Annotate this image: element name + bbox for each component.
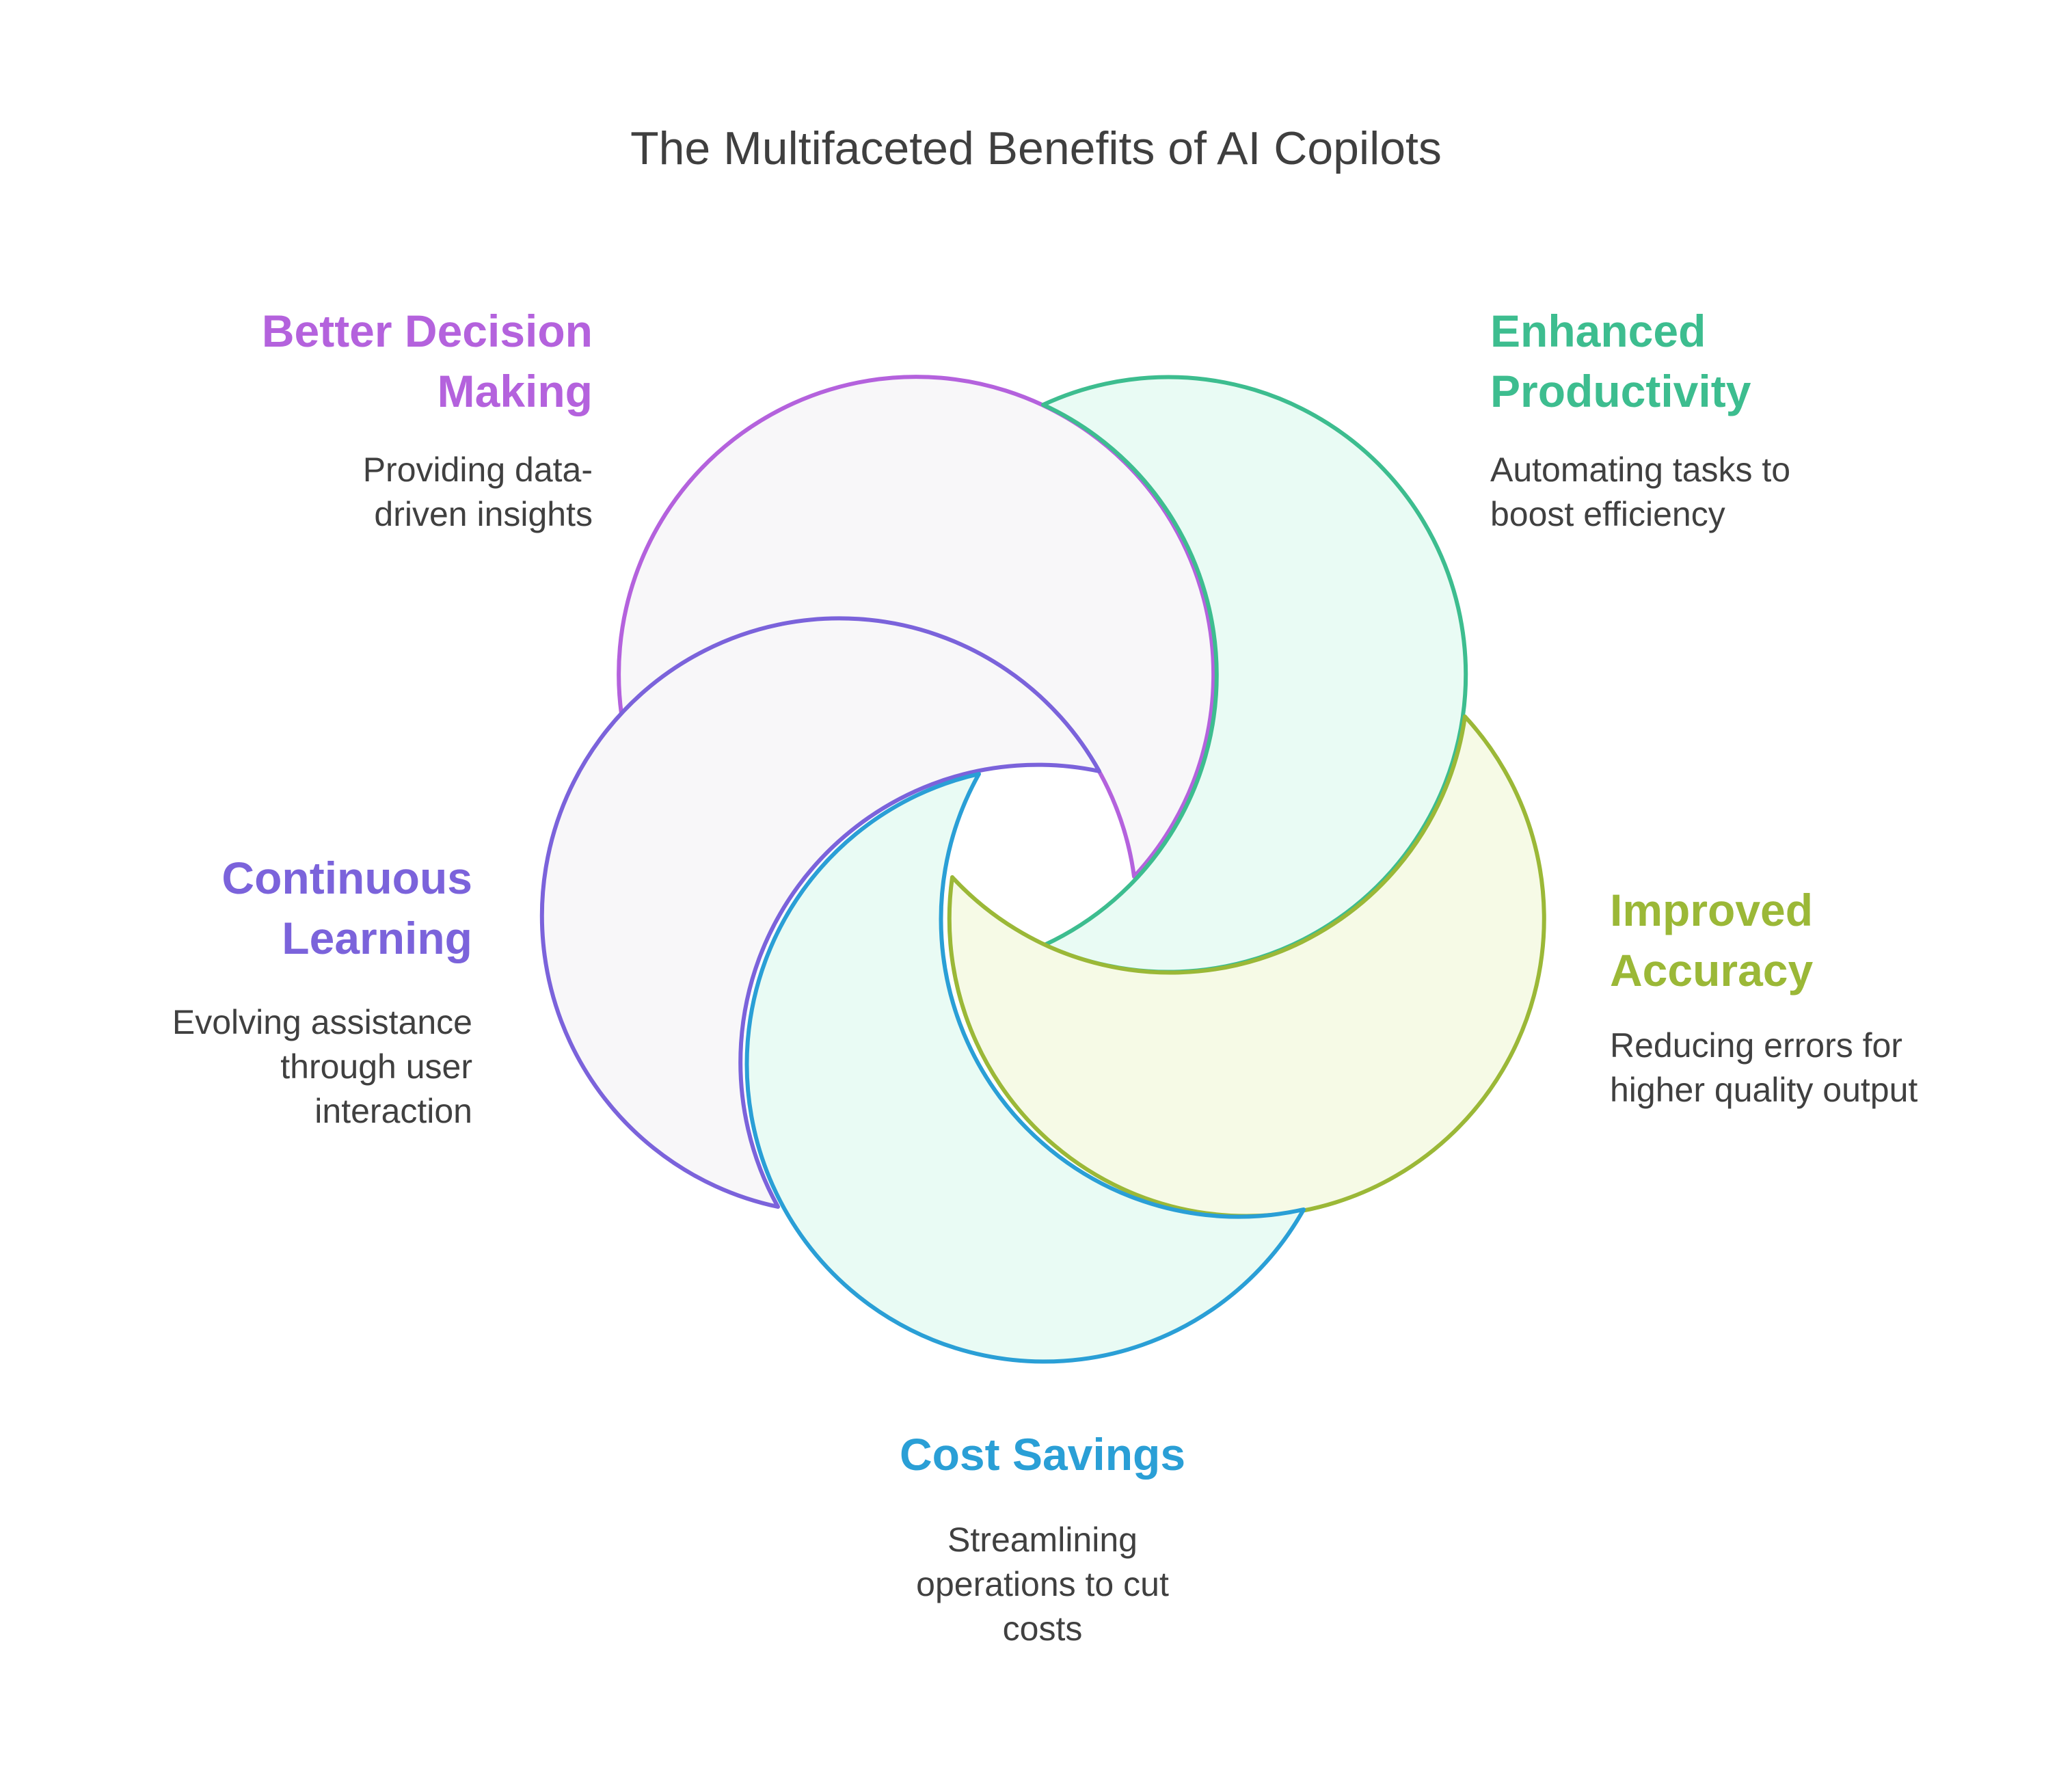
decision-heading-line: Making [437, 366, 593, 416]
productivity-heading-line: Enhanced [1490, 306, 1706, 356]
savings-heading-line: Cost Savings [899, 1429, 1186, 1480]
learning-description-line: Evolving assistance [172, 1003, 472, 1041]
learning-description-line: through user [280, 1047, 472, 1086]
savings-description-line: operations to cut [916, 1565, 1169, 1603]
savings-description-line: costs [1002, 1609, 1083, 1648]
decision-heading-line: Better Decision [261, 306, 593, 356]
savings-description-line: Streamlining [947, 1521, 1138, 1559]
accuracy-description: Reducing errors for higher quality outpu… [1610, 1024, 1918, 1112]
accuracy-heading-line: Accuracy [1610, 945, 1814, 996]
accuracy-heading: Improved Accuracy [1610, 880, 1813, 1000]
decision-description-line: Providing data- [362, 451, 593, 489]
savings-description: Streamlining operations to cut costs [831, 1518, 1254, 1651]
learning-description-line: interaction [314, 1092, 472, 1130]
productivity-description: Automating tasks to boost efficiency [1490, 448, 1790, 537]
learning-description: Evolving assistance through user interac… [172, 1000, 472, 1134]
learning-heading: Continuous Learning [221, 848, 472, 968]
decision-heading: Better Decision Making [262, 301, 593, 421]
productivity-description-line: Automating tasks to [1490, 451, 1791, 489]
decision-description-line: driven insights [374, 495, 593, 533]
accuracy-heading-line: Improved [1610, 885, 1814, 935]
accuracy-description-line: higher quality output [1610, 1071, 1918, 1109]
diagram-title: The Multifaceted Benefits of AI Copilots [630, 122, 1442, 174]
accuracy-description-line: Reducing errors for [1610, 1026, 1902, 1065]
productivity-heading: Enhanced Productivity [1490, 301, 1751, 421]
savings-heading: Cost Savings [831, 1424, 1254, 1484]
productivity-heading-line: Productivity [1490, 366, 1751, 416]
learning-heading-line: Learning [282, 913, 472, 963]
productivity-description-line: boost efficiency [1490, 495, 1725, 533]
learning-crescent [539, 616, 1101, 1209]
decision-description: Providing data- driven insights [363, 448, 593, 537]
learning-heading-line: Continuous [221, 853, 472, 903]
savings-crescent [744, 772, 1306, 1364]
accuracy-crescent [947, 714, 1546, 1218]
